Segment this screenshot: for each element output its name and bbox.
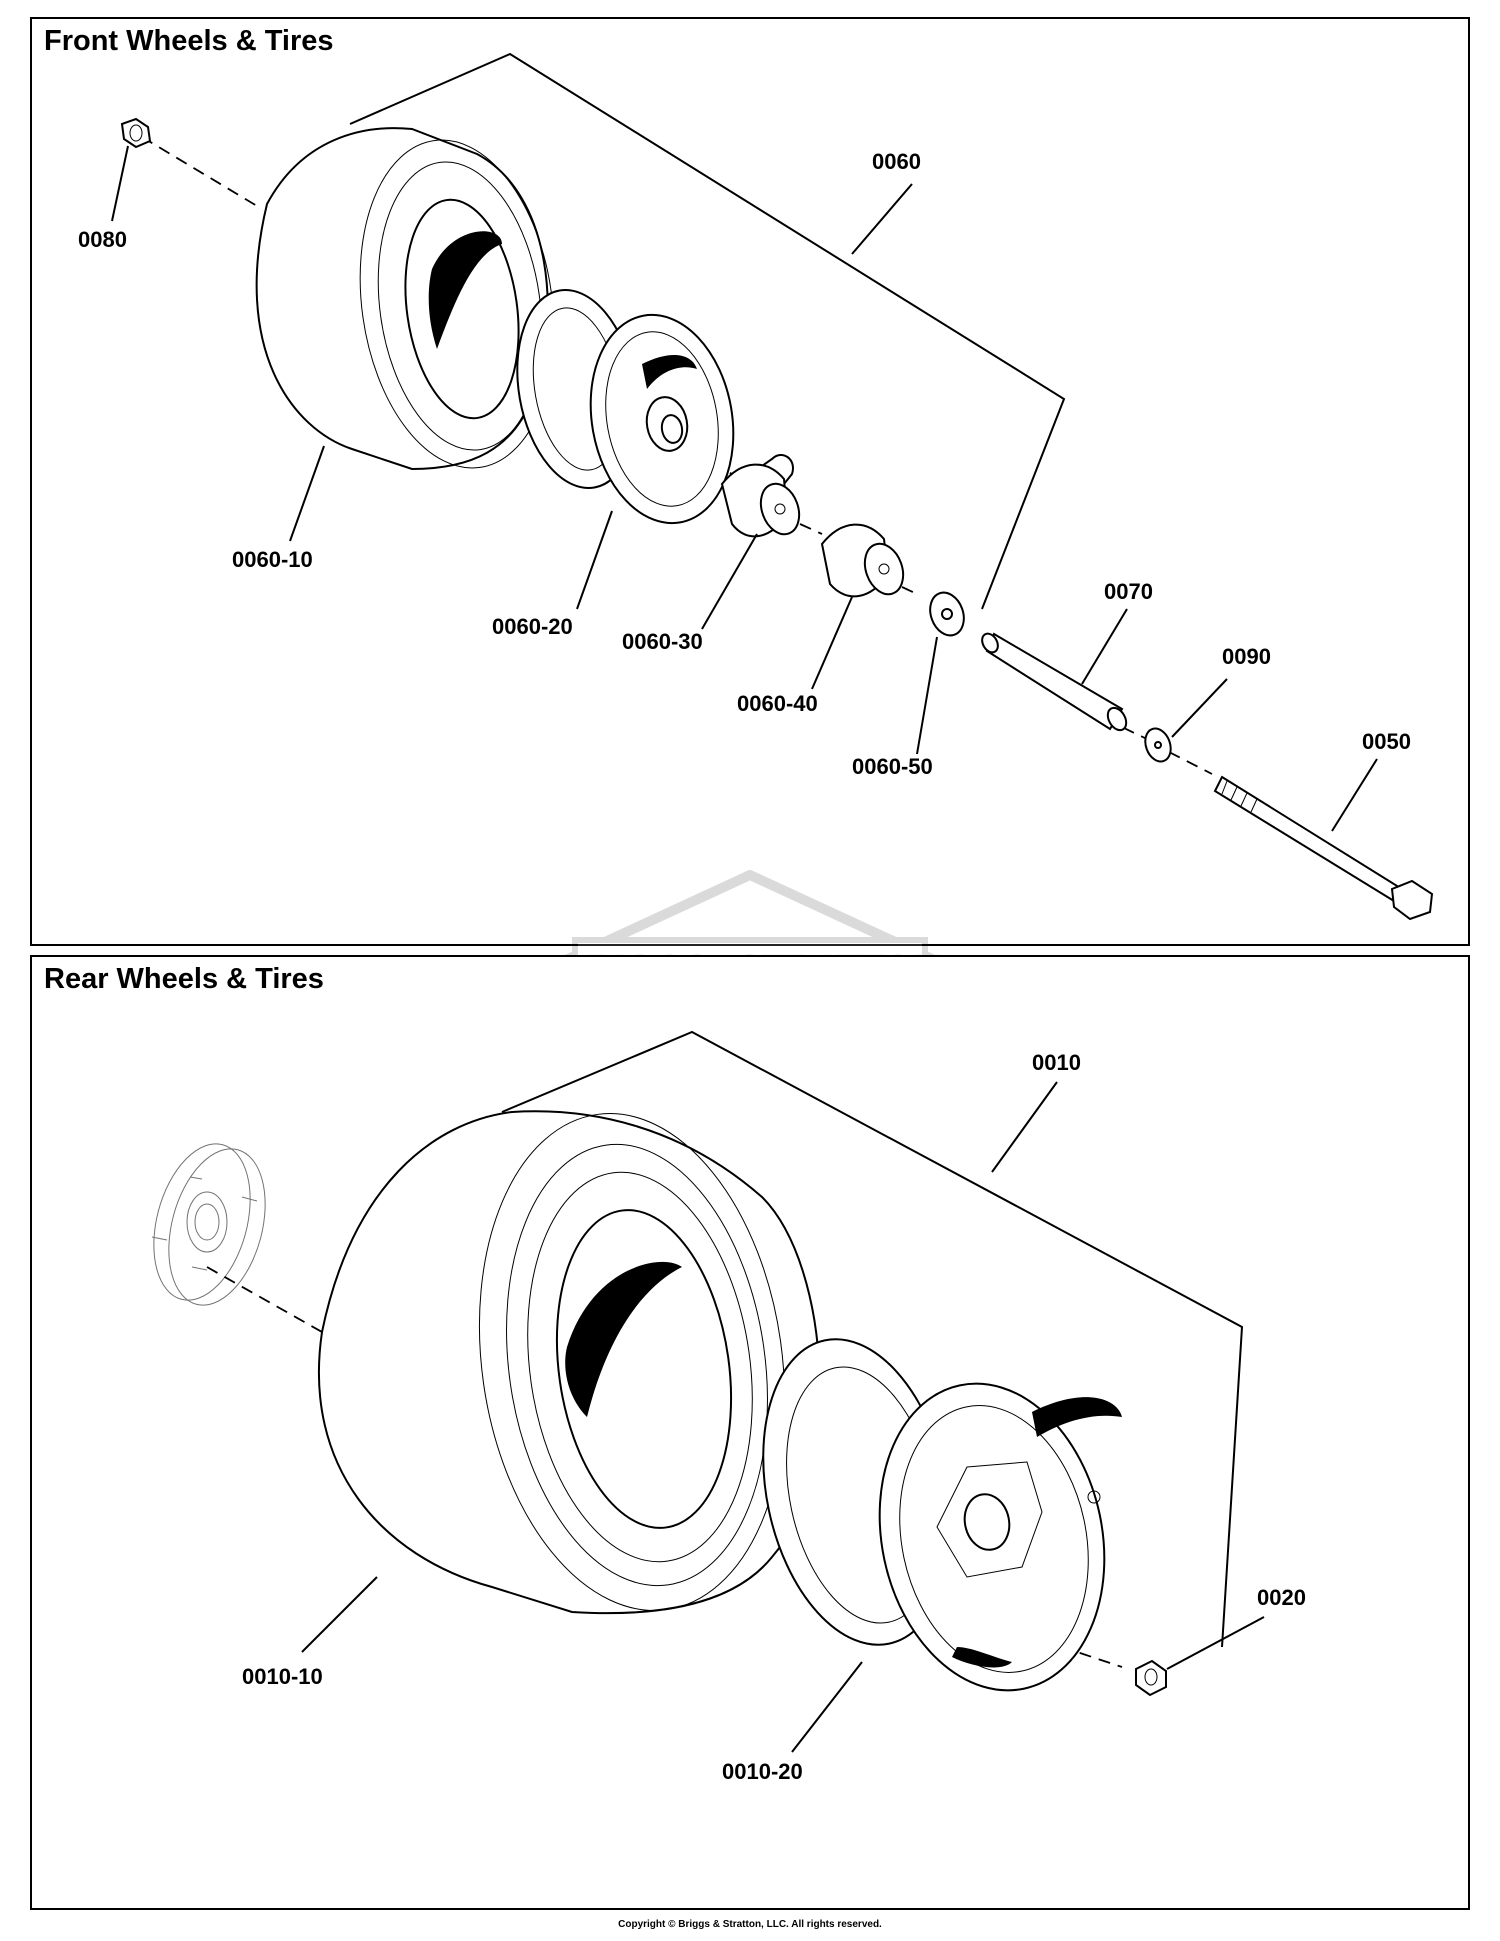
copyright-notice: Copyright © Briggs & Stratton, LLC. All … <box>618 1919 882 1930</box>
axis-line-segment <box>901 586 918 595</box>
callout-0090: 0090 <box>1222 644 1271 669</box>
leader-0020 <box>1166 1616 1265 1670</box>
bearing-0060-30 <box>720 454 801 538</box>
axis-line-segment <box>206 1266 323 1333</box>
rear-exploded-diagram: 0010 0010-10 <box>151 1030 1306 1784</box>
axis-line-segment <box>799 523 823 535</box>
washer-0060-50 <box>929 591 965 637</box>
rear-tire-0010-10 <box>317 1110 821 1615</box>
leader-0010-10 <box>301 1576 378 1653</box>
axis-line-segment <box>1168 751 1213 775</box>
rear-rim-0010-20 <box>762 1338 1122 1692</box>
front-rim-0060-20 <box>516 289 735 525</box>
rear-panel-title: Rear Wheels & Tires <box>44 963 324 995</box>
front-wheels-panel: Front Wheels & Tires 0080 0060-10 <box>30 17 1470 946</box>
callout-0020: 0020 <box>1257 1585 1306 1610</box>
leader-0010 <box>991 1081 1058 1173</box>
leader-0060-40 <box>811 596 853 690</box>
leader-0070 <box>1081 608 1128 685</box>
assembly-bracket-0010 <box>501 1030 1244 1648</box>
callout-0060: 0060 <box>872 149 921 174</box>
leader-0060-10 <box>289 445 325 542</box>
callout-0060-10: 0060-10 <box>232 547 313 572</box>
leader-0060-50 <box>916 636 938 755</box>
callout-0080: 0080 <box>78 227 127 252</box>
spacer-tube-0070 <box>981 632 1128 732</box>
bolt-0050 <box>1213 775 1434 921</box>
leader-0090 <box>1171 678 1228 738</box>
callout-0060-50: 0060-50 <box>852 754 933 779</box>
leader-0060 <box>851 183 913 255</box>
leader-0010-20 <box>791 1661 863 1753</box>
callout-0070: 0070 <box>1104 579 1153 604</box>
callout-0060-20: 0060-20 <box>492 614 573 639</box>
front-tire-0060-10 <box>255 127 555 471</box>
lug-nut-0020 <box>1135 1659 1167 1697</box>
axis-line-segment <box>141 136 263 210</box>
leader-0050 <box>1331 758 1378 832</box>
callout-0060-30: 0060-30 <box>622 629 703 654</box>
assembly-bracket-0060 <box>349 52 1066 610</box>
lock-nut-0080 <box>120 117 152 149</box>
leader-0060-30 <box>701 533 758 630</box>
bearing-0060-40 <box>820 523 905 598</box>
leader-0080 <box>111 145 129 222</box>
callout-0050: 0050 <box>1362 729 1411 754</box>
front-exploded-diagram: 0080 0060-10 0060-20 <box>78 52 1434 921</box>
callout-0010: 0010 <box>1032 1050 1081 1075</box>
callout-0010-20: 0010-20 <box>722 1759 803 1784</box>
callout-0010-10: 0010-10 <box>242 1664 323 1689</box>
wheel-hub <box>151 1143 266 1306</box>
callout-0060-40: 0060-40 <box>737 691 818 716</box>
leader-0060-20 <box>576 510 613 610</box>
front-panel-title: Front Wheels & Tires <box>44 25 334 57</box>
rear-wheels-panel: Rear Wheels & Tires 0010 0010-10 <box>30 955 1470 1910</box>
washer-0090 <box>1144 727 1172 763</box>
